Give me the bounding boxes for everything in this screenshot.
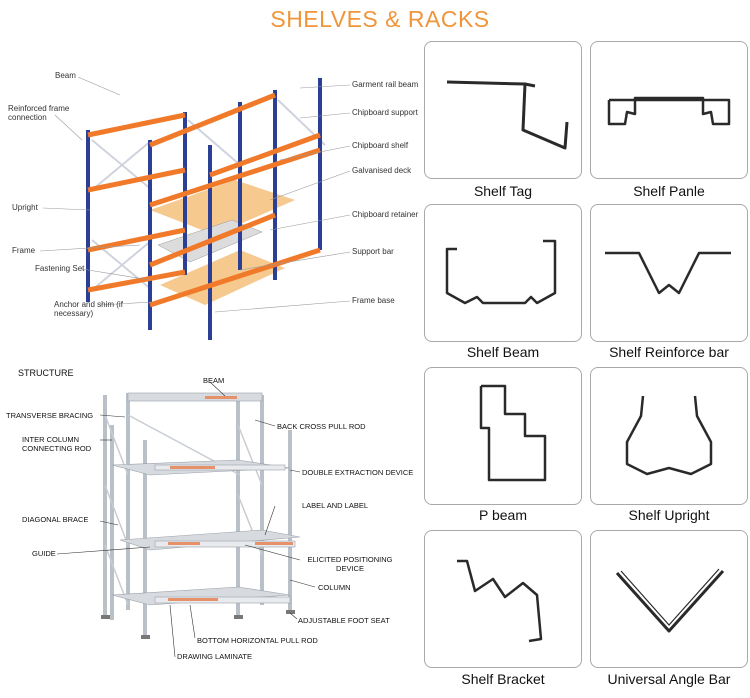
label-bottom-horizontal-pull-rod: BOTTOM HORIZONTAL PULL ROD	[197, 636, 318, 645]
label-column: COLUMN	[318, 583, 351, 592]
rack-diagram: Beam Reinforced frame connection Upright…	[0, 40, 420, 340]
label-diagonal-brace: DIAGONAL BRACE	[22, 515, 89, 524]
caption-shelf-tag: Shelf Tag	[473, 183, 533, 199]
caption-shelf-bracket: Shelf Bracket	[461, 671, 545, 687]
label-beam-structure: BEAM	[203, 376, 225, 385]
label-adjustable-foot-seat: ADJUSTABLE FOOT SEAT	[298, 616, 390, 625]
label-inter-column-connecting-rod: INTER COLUMN CONNECTING ROD	[22, 435, 92, 453]
label-garment-rail-beam: Garment rail beam	[352, 80, 419, 89]
caption-angle-bar: Universal Angle Bar	[607, 671, 731, 687]
product-card-shelf-bracket[interactable]	[424, 530, 582, 668]
label-back-cross-pull-rod: BACK CROSS PULL ROD	[277, 422, 366, 431]
p-beam-profile-icon	[479, 384, 547, 482]
product-card-p-beam[interactable]	[424, 367, 582, 505]
product-card-angle-bar[interactable]	[590, 530, 748, 668]
drawer-rack-drawing-icon	[56, 381, 316, 658]
label-double-extraction-device: DOUBLE EXTRACTION DEVICE	[302, 468, 414, 477]
caption-reinforce-bar: Shelf Reinforce bar	[609, 344, 729, 360]
label-beam: Beam	[55, 71, 76, 80]
label-frame-base: Frame base	[352, 296, 395, 305]
label-fastening-set: Fastening Set	[35, 264, 85, 273]
label-guide: GUIDE	[32, 549, 56, 558]
label-elicited-positioning-device: ELICITED POSITIONING DEVICE	[307, 555, 393, 573]
label-chipboard-shelf: Chipboard shelf	[352, 141, 409, 150]
label-chipboard-retainer: Chipboard retainer	[352, 210, 419, 219]
label-anchor-shim: Anchor and shim (if necessary)	[54, 300, 123, 318]
label-transverse-bracing: TRANSVERSE BRACING	[6, 411, 94, 420]
label-label-and-label: LABEL AND LABEL	[302, 501, 369, 510]
product-card-shelf-tag[interactable]	[424, 41, 582, 179]
product-card-shelf-panel[interactable]	[590, 41, 748, 179]
structure-diagram: STRUCTURE TRANSVERSE BRACING INTER COLUM…	[0, 365, 420, 665]
caption-shelf-beam: Shelf Beam	[466, 344, 540, 360]
product-card-shelf-beam[interactable]	[424, 204, 582, 342]
caption-shelf-panel: Shelf Panle	[633, 183, 705, 199]
label-frame: Frame	[12, 246, 36, 255]
product-card-reinforce-bar[interactable]	[590, 204, 748, 342]
reinforce-bar-profile-icon	[605, 251, 731, 295]
shelf-tag-profile-icon	[446, 80, 569, 150]
label-chipboard-support: Chipboard support	[352, 108, 418, 117]
label-galvanised-deck: Galvanised deck	[352, 166, 412, 175]
label-support-bar: Support bar	[352, 247, 394, 256]
shelf-upright-profile-icon	[625, 395, 713, 476]
shelf-bracket-profile-icon	[457, 559, 543, 643]
caption-p-beam: P beam	[479, 507, 527, 523]
page-title: SHELVES & RACKS	[270, 6, 490, 32]
angle-bar-profile-icon	[615, 568, 725, 633]
shelf-beam-profile-icon	[445, 239, 557, 305]
product-card-shelf-upright[interactable]	[590, 367, 748, 505]
structure-heading: STRUCTURE	[18, 368, 74, 378]
rack-drawing-icon	[39, 76, 351, 340]
label-reinforced-frame-connection: Reinforced frame connection	[8, 104, 70, 122]
caption-shelf-upright: Shelf Upright	[628, 507, 710, 523]
label-upright: Upright	[12, 203, 38, 212]
label-drawing-laminate: DRAWING LAMINATE	[177, 652, 253, 661]
shelf-panel-profile-icon	[607, 96, 731, 126]
